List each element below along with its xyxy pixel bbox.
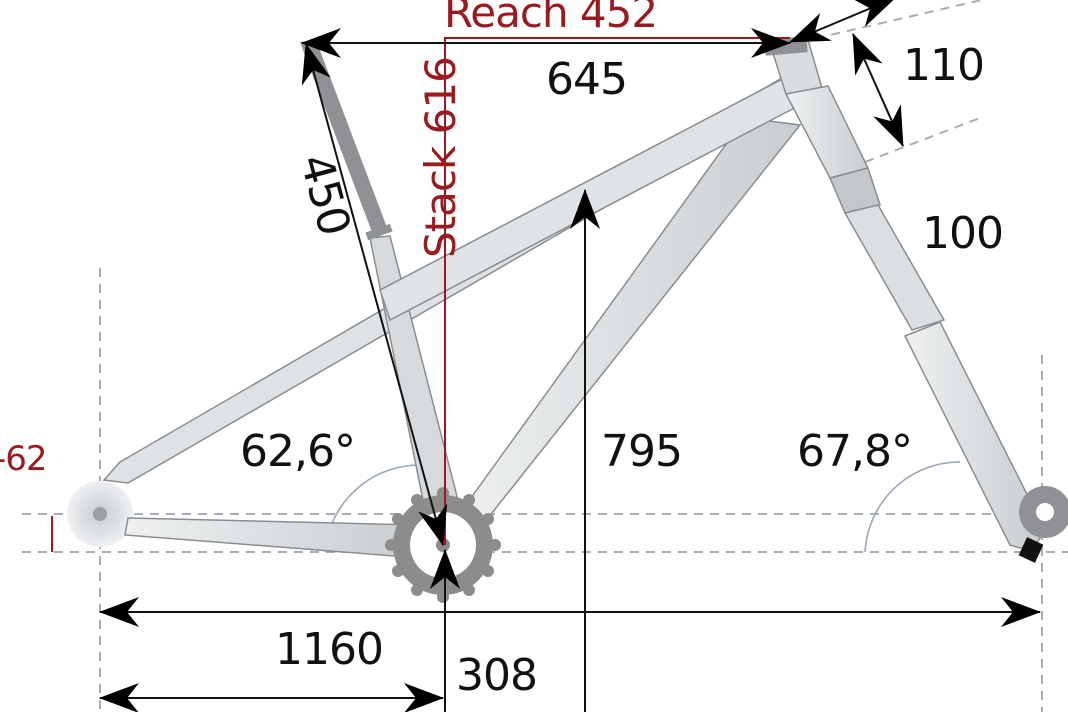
- stack-label: Stack 616: [416, 57, 465, 258]
- standover-label: 795: [601, 426, 683, 477]
- head-tube-label: 100: [922, 208, 1004, 259]
- reach-label: Reach 452: [444, 0, 658, 37]
- top-tube-label: 645: [546, 54, 628, 105]
- head-tube: [784, 85, 870, 179]
- wheelbase-label: 1160: [275, 624, 384, 675]
- headset-lower: [828, 167, 881, 214]
- dimension-lines: [99, 0, 1041, 712]
- chainstay-label: 308: [456, 650, 538, 701]
- seat-angle-label: 62,6°: [240, 426, 356, 477]
- head-angle-arc: [864, 461, 961, 553]
- stem-label: 110: [903, 40, 985, 91]
- guide-lines: [22, 0, 1068, 712]
- bb-drop-label: -62: [0, 439, 48, 479]
- fork-stanchion: [843, 204, 946, 331]
- head-angle-label: 67,8°: [797, 426, 913, 477]
